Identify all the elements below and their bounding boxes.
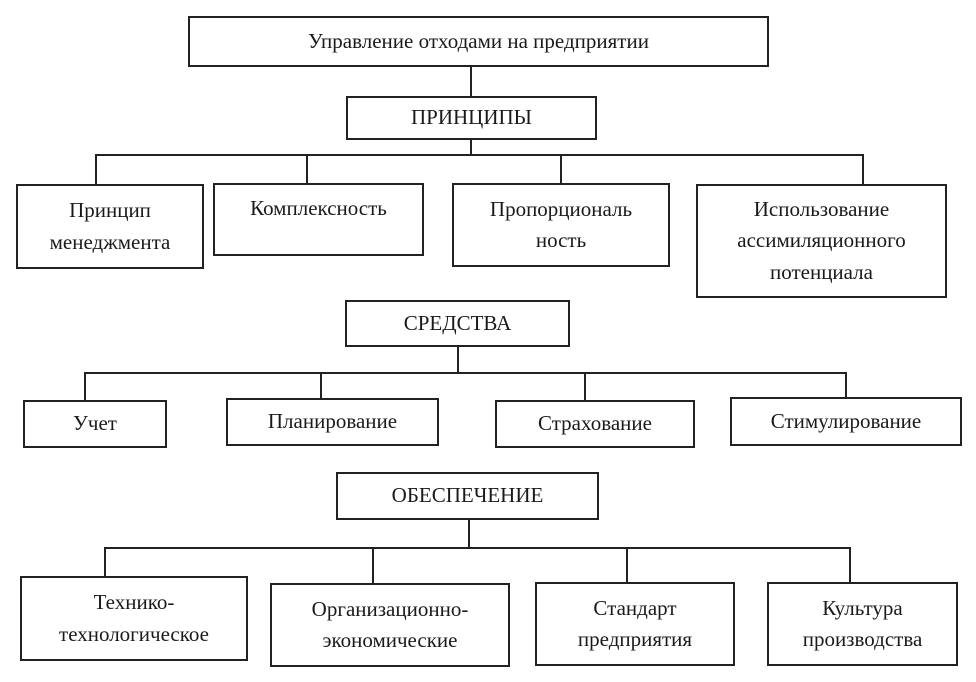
support-box-standard: Стандарт предприятия bbox=[535, 582, 735, 666]
principles-bus bbox=[95, 154, 863, 156]
connector-principles-3 bbox=[560, 154, 562, 184]
principle-management-line-2: менеджмента bbox=[49, 229, 171, 254]
principle-complexity: Комплексность bbox=[250, 196, 387, 220]
support-box-culture: Культура производства bbox=[767, 582, 958, 666]
principle-assimilation-line-3: потенциала bbox=[770, 259, 873, 284]
connector-support-1 bbox=[104, 547, 106, 577]
means-box-accounting: Учет bbox=[23, 400, 167, 448]
principle-box-complexity: Комплексность bbox=[213, 183, 424, 256]
principles-heading: ПРИНЦИПЫ bbox=[411, 105, 532, 130]
means-stimulation: Стимулирование bbox=[770, 408, 922, 433]
principle-assimilation-line-1: Использование bbox=[753, 196, 890, 221]
principle-proportionality-line-2: ность bbox=[535, 228, 587, 252]
connector-means-1 bbox=[84, 372, 86, 401]
principles-heading-box: ПРИНЦИПЫ bbox=[346, 96, 597, 140]
support-box-technical: Технико- технологическое bbox=[20, 576, 248, 661]
means-box-planning: Планирование bbox=[226, 398, 439, 446]
means-bus bbox=[84, 372, 846, 374]
connector-principles-bus bbox=[470, 139, 472, 155]
support-technical-line-1: Технико- bbox=[93, 590, 175, 614]
principle-box-management: Принцип менеджмента bbox=[16, 184, 204, 269]
connector-support-2 bbox=[372, 547, 374, 584]
support-organizational-line-1: Организационно- bbox=[311, 596, 469, 621]
principle-assimilation-line-2: ассимиляционного bbox=[737, 228, 906, 253]
support-organizational-line-2: экономические bbox=[322, 628, 458, 652]
support-technical-line-2: технологическое bbox=[59, 621, 209, 646]
connector-principles-1 bbox=[95, 154, 97, 185]
connector-principles-4 bbox=[862, 154, 864, 185]
principle-box-assimilation: Использование ассимиляционного потенциал… bbox=[696, 184, 947, 298]
connector-means-2 bbox=[320, 372, 322, 399]
support-box-organizational: Организационно- экономические bbox=[270, 583, 510, 667]
connector-support-bus bbox=[468, 518, 470, 548]
support-standard-line-2: предприятия bbox=[577, 627, 693, 651]
principle-box-proportionality: Пропорциональ ность bbox=[452, 183, 670, 267]
root-box: Управление отходами на предприятии bbox=[188, 16, 769, 67]
means-box-stimulation: Стимулирование bbox=[730, 397, 962, 446]
support-heading-box: ОБЕСПЕЧЕНИЕ bbox=[336, 472, 599, 520]
support-culture-line-1: Культура bbox=[822, 595, 903, 620]
connector-means-3 bbox=[584, 372, 586, 401]
connector-support-4 bbox=[849, 547, 851, 583]
support-standard-line-1: Стандарт bbox=[593, 595, 677, 620]
means-planning: Планирование bbox=[267, 409, 398, 434]
means-heading: СРЕДСТВА bbox=[403, 310, 512, 335]
means-box-insurance: Страхование bbox=[495, 400, 695, 448]
principle-proportionality-line-1: Пропорциональ bbox=[489, 196, 633, 221]
means-insurance: Страхование bbox=[538, 411, 652, 436]
connector-means-4 bbox=[845, 372, 847, 398]
root-title: Управление отходами на предприятии bbox=[308, 28, 649, 53]
connector-support-3 bbox=[626, 547, 628, 583]
support-bus bbox=[104, 547, 850, 549]
support-heading: ОБЕСПЕЧЕНИЕ bbox=[391, 483, 544, 508]
support-culture-line-2: производства bbox=[802, 627, 923, 651]
connector-root-principles bbox=[470, 66, 472, 96]
means-accounting: Учет bbox=[73, 411, 117, 436]
means-heading-box: СРЕДСТВА bbox=[345, 300, 570, 347]
connector-principles-2 bbox=[306, 154, 308, 184]
principle-management-line-1: Принцип bbox=[69, 198, 151, 222]
connector-means-bus bbox=[457, 346, 459, 373]
